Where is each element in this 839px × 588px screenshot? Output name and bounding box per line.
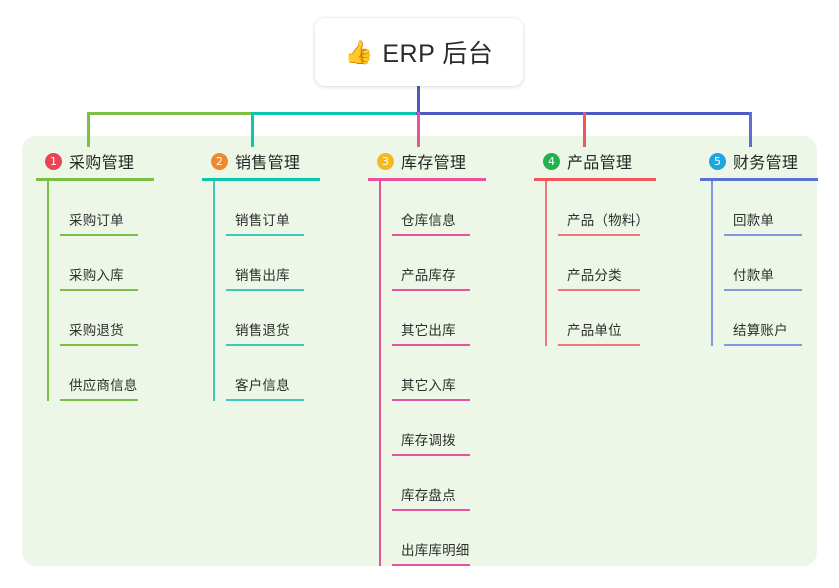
column-4: 4 产品管理产品（物料） 产品分类产品单位 [534,148,656,346]
menu-item[interactable]: 出库库明细 [392,511,470,566]
menu-item-label: 产品库存 [401,268,456,283]
menu-item-label: 其它入库 [401,378,456,393]
column-rule-2 [202,178,320,181]
menu-item-label: 销售出库 [235,268,290,283]
connector-drop-sales [251,112,254,147]
menu-item-label: 产品（物料） [567,213,650,228]
column-1: 1 采购管理采购订单采购入库采购退货供应商信息 [36,148,154,401]
column-title: 采购管理 [69,155,135,172]
menu-item-label: 销售订单 [235,213,290,228]
column-items-2: 销售订单销售出库销售退货客户信息 [213,181,320,401]
menu-item[interactable]: 其它出库 [392,291,470,346]
menu-item-label: 采购退货 [69,323,124,338]
column-rule-5 [700,178,818,181]
menu-item[interactable]: 仓库信息 [392,181,470,236]
menu-item-label: 其它出库 [401,323,456,338]
root-node-card[interactable]: 👍 ERP 后台 [315,18,523,86]
connector-drop-product [583,112,586,147]
menu-item[interactable]: 产品库存 [392,236,470,291]
diagram-background-panel [22,136,817,566]
column-header-1[interactable]: 1 采购管理 [36,148,154,174]
menu-item[interactable]: 产品（物料） [558,181,649,236]
menu-item[interactable]: 产品单位 [558,291,640,346]
menu-item-label: 回款单 [733,213,775,228]
column-items-5: 回款单付款单结算账户 [711,181,818,346]
column-header-5[interactable]: 5 财务管理 [700,148,818,174]
menu-item[interactable]: 销售订单 [226,181,304,236]
column-rule-3 [368,178,486,181]
menu-item[interactable]: 结算账户 [724,291,802,346]
menu-item-label: 仓库信息 [401,213,456,228]
menu-item[interactable]: 回款单 [724,181,802,236]
menu-item-label: 供应商信息 [69,378,138,393]
menu-item[interactable]: 销售退货 [226,291,304,346]
menu-item[interactable]: 供应商信息 [60,346,138,401]
menu-item[interactable]: 库存盘点 [392,456,470,511]
connector-trunk [417,86,420,113]
column-badge-4: 4 [543,152,560,170]
menu-item-label: 产品单位 [567,323,622,338]
connector-drop-inventory [417,112,420,147]
menu-item-label: 付款单 [733,268,775,283]
column-title: 库存管理 [401,155,467,172]
menu-item-label: 客户信息 [235,378,290,393]
menu-item-label: 产品分类 [567,268,622,283]
column-badge-5: 5 [709,152,726,170]
column-badge-2: 2 [211,152,228,170]
column-title: 财务管理 [733,155,799,172]
menu-item[interactable]: 库存调拨 [392,401,470,456]
column-badge-3: 3 [377,152,394,170]
column-rule-4 [534,178,656,181]
menu-item-label: 库存盘点 [401,488,456,503]
column-header-4[interactable]: 4 产品管理 [534,148,656,174]
menu-item-label: 采购订单 [69,213,124,228]
menu-item[interactable]: 采购入库 [60,236,138,291]
connector-drop-purchase [87,112,90,147]
column-2: 2 销售管理销售订单销售出库销售退货客户信息 [202,148,320,401]
column-items-4: 产品（物料） 产品分类产品单位 [545,181,656,346]
menu-item[interactable]: 采购退货 [60,291,138,346]
connector-drop-finance [749,112,752,147]
menu-item[interactable]: 付款单 [724,236,802,291]
column-5: 5 财务管理回款单付款单结算账户 [700,148,818,346]
menu-item[interactable]: 采购订单 [60,181,138,236]
column-header-3[interactable]: 3 库存管理 [368,148,486,174]
root-node-title: ERP 后台 [382,40,494,68]
column-header-2[interactable]: 2 销售管理 [202,148,320,174]
thumbs-up-icon: 👍 [344,38,374,65]
menu-item[interactable]: 客户信息 [226,346,304,401]
menu-item-label: 销售退货 [235,323,290,338]
menu-item[interactable]: 其它入库 [392,346,470,401]
menu-item-label: 出库库明细 [401,543,470,558]
menu-item-label: 采购入库 [69,268,124,283]
column-rule-1 [36,178,154,181]
connector-teal-segment [251,112,417,115]
column-items-1: 采购订单采购入库采购退货供应商信息 [47,181,154,401]
menu-item-label: 库存调拨 [401,433,456,448]
column-items-3: 仓库信息产品库存其它出库其它入库库存调拨库存盘点出库库明细 [379,181,486,566]
menu-item[interactable]: 销售出库 [226,236,304,291]
menu-item[interactable]: 产品分类 [558,236,640,291]
column-3: 3 库存管理仓库信息产品库存其它出库其它入库库存调拨库存盘点出库库明细 [368,148,486,566]
connector-green-segment [87,112,253,115]
column-title: 销售管理 [235,155,301,172]
menu-item-label: 结算账户 [733,323,788,338]
column-title: 产品管理 [567,155,633,172]
column-badge-1: 1 [45,152,62,170]
